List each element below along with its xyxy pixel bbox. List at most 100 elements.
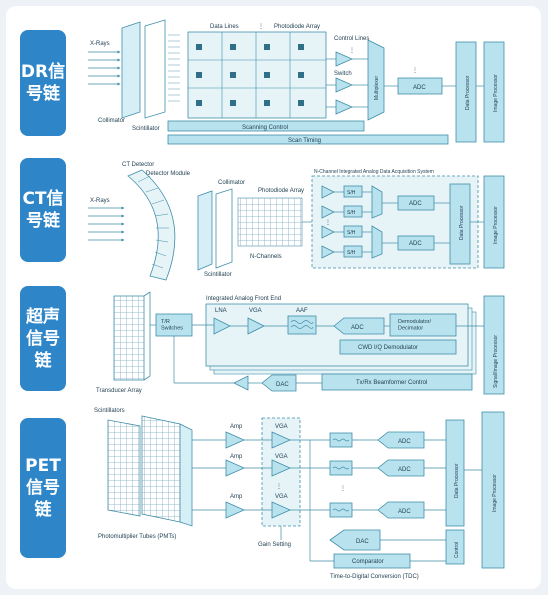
pet-scintillators-label: Scintillators	[94, 408, 125, 414]
dr-data-lines-label: Data Lines	[210, 24, 239, 30]
dr-scan-timing-label: Scan Timing	[288, 138, 321, 144]
pet-dac-label: DAC	[356, 539, 369, 545]
ct-sample-hold-blocks: S/H S/H S/H S/H	[343, 185, 363, 258]
us-beamformer-label: Tx/Rx Beamformer Control	[356, 380, 427, 386]
pet-amplifiers	[225, 431, 245, 519]
us-cwd-label: CWD I/Q Demodulator	[358, 345, 418, 351]
pet-diagram: Scintillators Photomultiplier Tubes (PMT…	[94, 408, 505, 580]
pet-data-processor-label: Data Processor	[454, 463, 460, 498]
ct-diagram: CT Detector Detector Module X-Rays Colli…	[88, 162, 505, 281]
pet-control-label: Control	[454, 542, 460, 558]
pet-tdc-label: Time-to-Digital Conversion (TDC)	[330, 574, 419, 580]
dr-collimator-plate	[121, 21, 141, 119]
us-connections	[150, 324, 484, 384]
us-aaf-wave-icon	[290, 320, 314, 329]
pet-adc-label: ADC	[398, 467, 411, 473]
section-label-dr: DR信 号链	[20, 30, 66, 136]
us-signal-processor-block	[483, 295, 505, 395]
section-label-ultrasound: 超声 信号 链	[20, 286, 66, 391]
ct-xray-arrows	[88, 206, 125, 242]
ct-sh-label: S/H	[347, 210, 356, 216]
ct-mux-bottom	[371, 225, 383, 259]
us-lna-amp	[213, 317, 231, 335]
dr-adc-label: ADC	[413, 85, 426, 91]
dr-image-processor-block	[483, 41, 505, 143]
us-signal-processor-label: Signal/Image Processor	[493, 335, 499, 388]
ct-sh-label: S/H	[347, 250, 356, 256]
dr-scintillator-fins	[168, 34, 180, 102]
us-aaf-label: AAF	[296, 308, 308, 314]
ct-photodiode-label: Photodiode Array	[258, 188, 304, 194]
dr-data-processor-label: Data Processor	[465, 75, 471, 110]
ct-sh-label: S/H	[347, 230, 356, 236]
us-beamformer-block	[321, 373, 473, 391]
pet-comparator-label: Comparator	[352, 559, 384, 565]
ct-adc-label: ADC	[409, 201, 422, 207]
dr-dots-mid: ⋮	[349, 48, 355, 54]
ct-scintillator-plate	[215, 188, 233, 269]
dr-xray-arrows	[88, 50, 121, 86]
us-vga-label: VGA	[249, 308, 262, 314]
dr-multiplexer-label: Multiplexer	[374, 75, 380, 100]
pet-data-processor-block	[445, 419, 465, 527]
dr-pixel-matrix	[187, 31, 327, 119]
pet-vga-label-3: VGA	[275, 494, 288, 500]
us-demodulator-block	[389, 313, 457, 337]
dr-connections	[326, 58, 484, 108]
ct-collimator-label: Collimator	[218, 180, 245, 186]
dr-scanning-control-label: Scanning Control	[242, 125, 288, 131]
pet-connections	[192, 439, 482, 562]
pet-adc-label: ADC	[398, 439, 411, 445]
us-tx-amp	[233, 375, 249, 391]
dr-scintillator-plate	[144, 19, 166, 119]
ct-sh-label: S/H	[347, 190, 356, 196]
dr-control-lines-label: Control Lines	[334, 36, 369, 42]
ct-dots: ⋮	[325, 220, 331, 226]
pet-dac-block	[329, 529, 381, 551]
pet-vga-label-2: VGA	[275, 454, 288, 460]
dr-scanning-control-block	[167, 120, 365, 132]
section-label-ct: CT信 号链	[20, 158, 66, 262]
dr-dots-top: ⋮	[258, 24, 264, 30]
ct-collimator-plate	[197, 190, 213, 271]
pet-dots-vga: ⋮	[276, 484, 282, 490]
ct-xrays-label: X-Rays	[90, 198, 110, 204]
ct-detector-arc	[127, 169, 176, 281]
pet-vga-label-1: VGA	[275, 424, 288, 430]
dr-collimator-label: Collimator	[98, 118, 125, 124]
pet-amp-label-3: Amp	[230, 494, 243, 500]
pet-control-block	[445, 529, 465, 565]
dr-amplifiers	[335, 51, 353, 115]
ct-image-processor-label: Image Processor	[493, 206, 499, 244]
dr-scintillator-label: Scintillator	[132, 126, 160, 132]
pet-dots-filter: ⋮	[340, 486, 346, 492]
dr-data-processor-block	[455, 41, 477, 143]
ct-detector-module-label: Detector Module	[146, 171, 191, 177]
pet-gain-setting-label: Gain Setting	[258, 542, 291, 548]
dr-scan-timing-block	[167, 134, 449, 145]
section-label-pet: PET 信号 链	[20, 418, 66, 558]
pet-image-processor-label: Image Processor	[492, 474, 498, 512]
pet-adcs: ADC ADC ADC	[377, 431, 425, 519]
dr-dots-adc: ⋮	[412, 68, 418, 74]
pet-adc-label: ADC	[398, 509, 411, 515]
us-transducer-label: Transducer Array	[96, 388, 142, 394]
pet-image-processor-block	[481, 411, 505, 569]
us-adc-label: ADC	[351, 325, 364, 331]
dr-switch-label: Switch	[334, 71, 352, 77]
dr-multiplexer-block	[367, 39, 385, 121]
us-afe-title: Integrated Analog Front End	[206, 296, 281, 302]
ct-adc-label: ADC	[409, 241, 422, 247]
ct-n-channels-label: N-Channels	[250, 254, 282, 260]
pet-filters	[329, 432, 353, 518]
dr-image-processor-label: Image Processor	[493, 74, 499, 112]
us-aaf-filter	[287, 315, 317, 335]
ct-detector-label: CT Detector	[122, 162, 154, 168]
dr-diagram: X-Rays Collimator Scintillator Data Line…	[88, 19, 505, 145]
us-transducer-array	[113, 291, 151, 381]
pet-scintillator-blocks	[107, 415, 193, 527]
us-cwd-block	[339, 339, 457, 355]
ct-scintillator-label: Scintillator	[204, 272, 232, 278]
